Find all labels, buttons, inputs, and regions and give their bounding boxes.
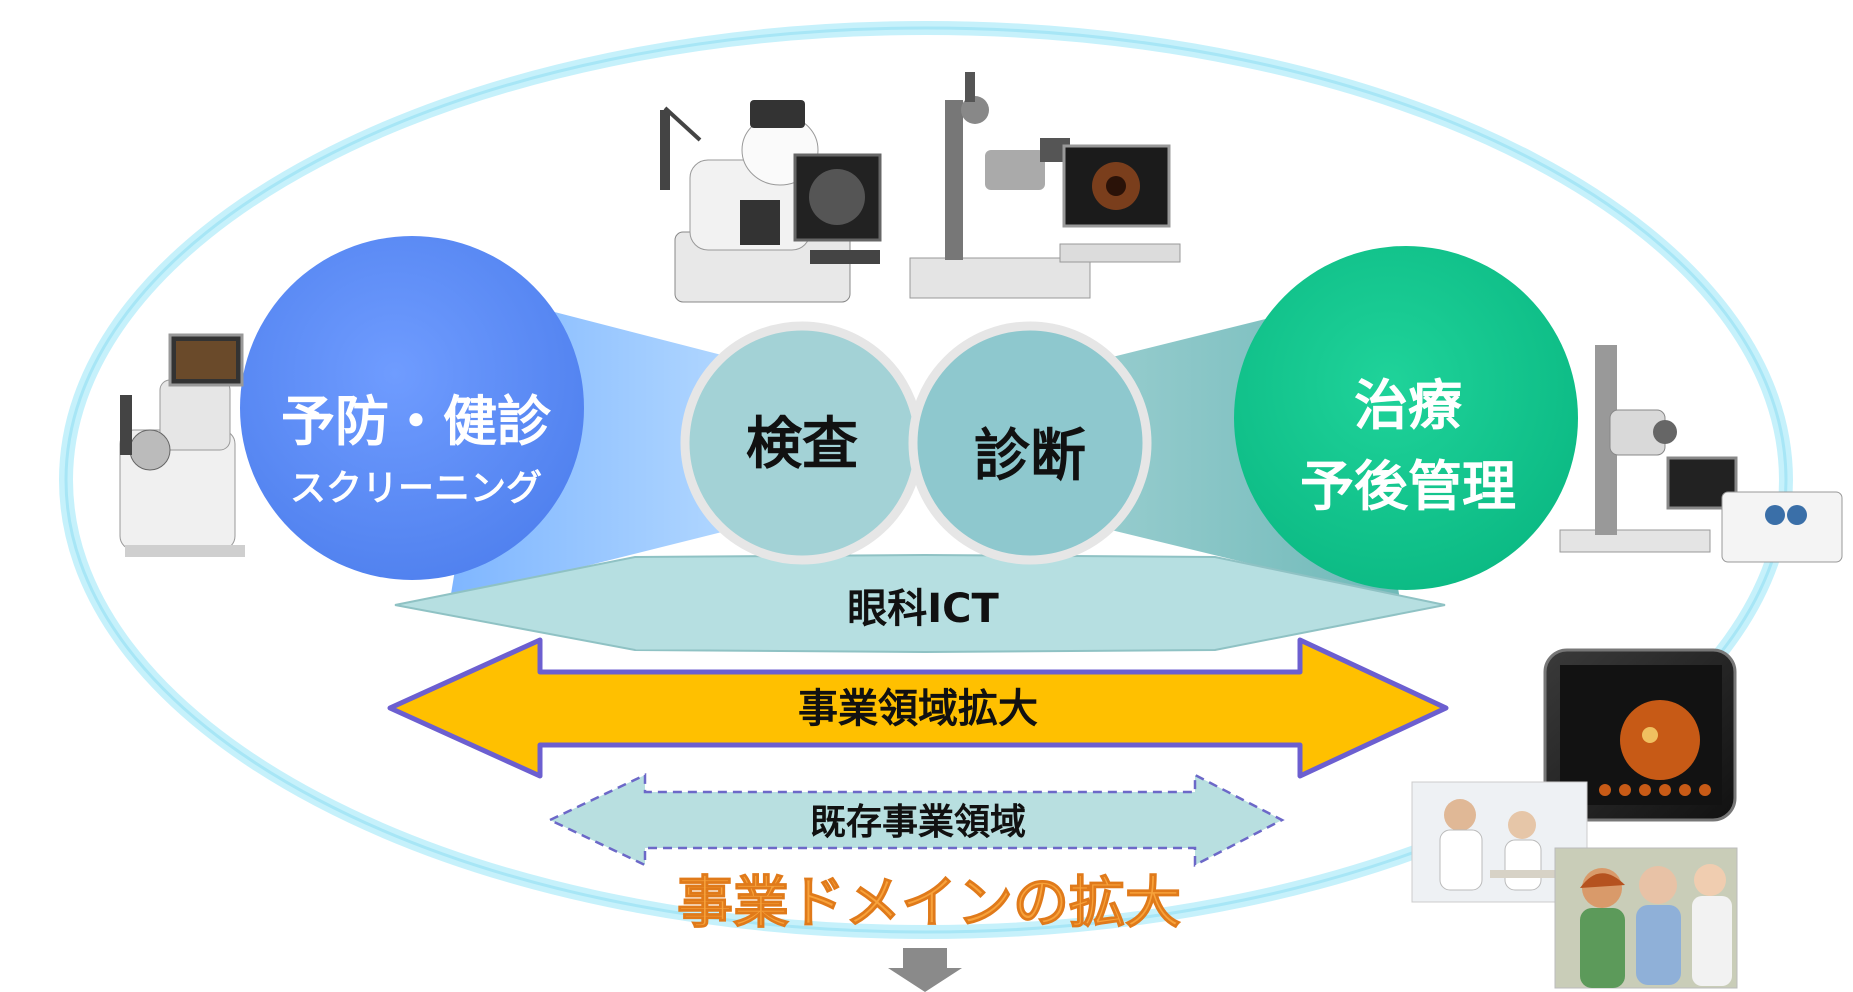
ict-arrow — [394, 553, 1446, 654]
existing-arrow — [547, 772, 1285, 868]
doctor-consult-photo — [1411, 781, 1588, 903]
laser-slit-lamp-icon — [1559, 345, 1843, 563]
prevention-circle — [240, 236, 584, 580]
treatment-circle — [1234, 246, 1578, 590]
fundus-camera-icon — [660, 100, 882, 303]
headline: 事業ドメインの拡大 — [677, 871, 1181, 936]
ict-label: 眼科ICT — [847, 586, 999, 632]
tablet-retina-icon — [1543, 648, 1737, 822]
prevention-title: 予防・健診 — [281, 390, 552, 453]
existing-label: 既存事業領域 — [810, 801, 1026, 843]
diagnosis-label: 診断 — [974, 424, 1086, 489]
treatment-line2: 予後管理 — [1300, 455, 1516, 518]
prevention-subtitle: スクリーニング — [290, 468, 542, 509]
elderly-couple-photo — [1554, 847, 1738, 989]
slit-lamp-icon — [909, 72, 1181, 299]
exam-label: 検査 — [746, 412, 858, 477]
expansion-label: 事業領域拡大 — [798, 686, 1038, 732]
treatment-line1: 治療 — [1354, 374, 1462, 437]
auto-refractometer-icon — [119, 333, 245, 557]
down-arrow-icon — [888, 948, 962, 992]
diagnosis-circle — [908, 321, 1152, 565]
expansion-arrow — [387, 637, 1449, 779]
